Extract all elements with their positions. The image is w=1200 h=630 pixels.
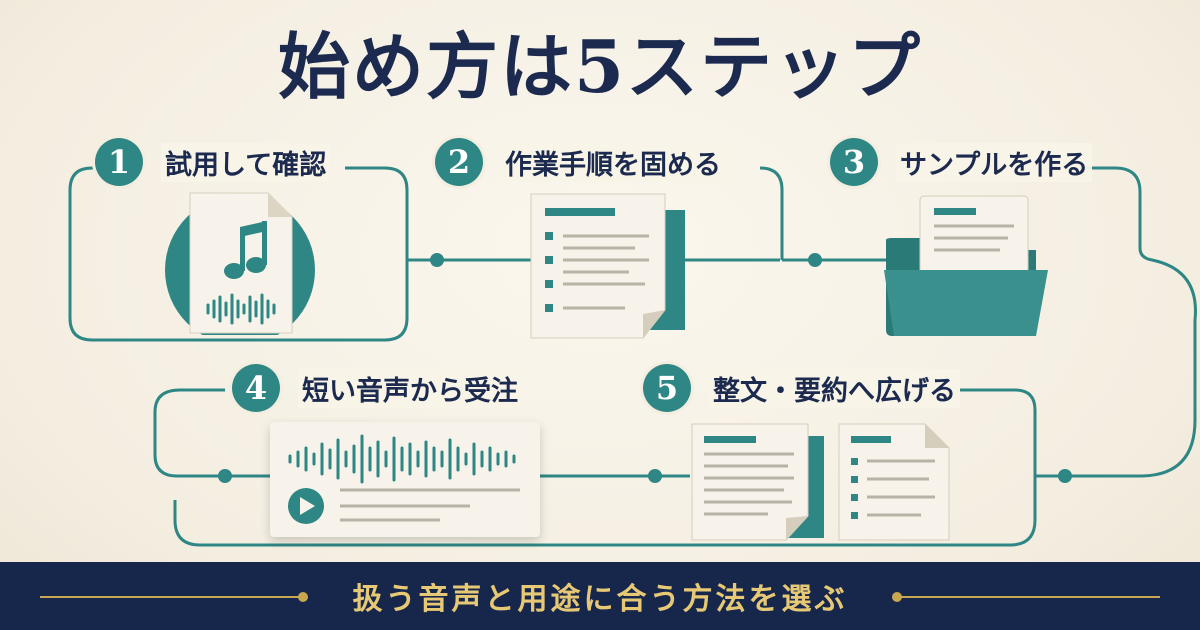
step-label: 試用して確認 <box>161 142 331 182</box>
footer-ornament-right <box>900 596 1160 598</box>
footer-dot-left <box>298 592 308 602</box>
step-label: 作業手順を固める <box>501 142 725 182</box>
step-label: サンプルを作る <box>896 142 1093 182</box>
footer-ornament-left <box>40 596 300 598</box>
footer-banner: 扱う音声と用途に合う方法を選ぶ <box>0 562 1200 630</box>
audio-file-icon <box>165 192 315 335</box>
step-5: 5 整文・要約へ広げる <box>643 364 960 412</box>
waveform-icon <box>288 434 520 524</box>
audio-player-card <box>270 422 540 537</box>
footer-dot-right <box>892 592 902 602</box>
step-3: 3 サンプルを作る <box>830 138 1093 186</box>
step-number: 2 <box>435 138 483 186</box>
step-4: 4 短い音声から受注 <box>232 364 522 412</box>
step-number: 4 <box>232 364 280 412</box>
page-title: 始め方は5ステップ <box>277 24 923 109</box>
step-label: 短い音声から受注 <box>298 368 522 408</box>
summary-document-icon <box>838 423 950 541</box>
text-document-icon <box>691 423 824 541</box>
footer-text: 扱う音声と用途に合う方法を選ぶ <box>352 582 848 617</box>
step-number: 3 <box>830 138 878 186</box>
step-label: 整文・要約へ広げる <box>709 368 960 408</box>
step-number: 5 <box>643 364 691 412</box>
step-1: 1 試用して確認 <box>95 138 331 186</box>
checklist-document-icon <box>530 193 685 339</box>
step-number: 1 <box>95 138 143 186</box>
folder-icon <box>884 195 1048 336</box>
step-2: 2 作業手順を固める <box>435 138 725 186</box>
